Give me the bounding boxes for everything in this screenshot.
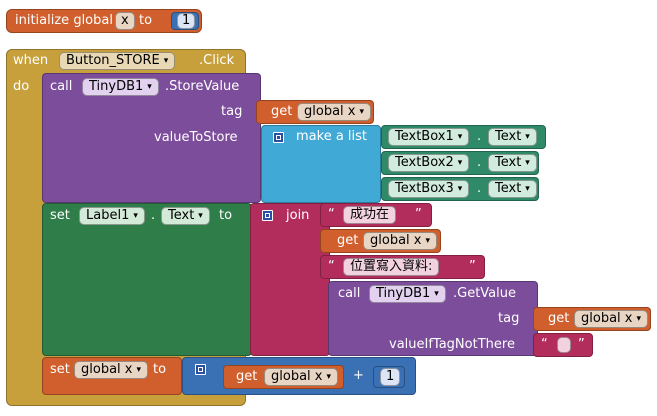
set-variable-dropdown[interactable]: global x▾ [74, 361, 149, 379]
get-label: get [271, 104, 293, 119]
make-a-list-label: make a list [296, 129, 368, 144]
component-dropdown[interactable]: TextBox1▾ [388, 128, 470, 146]
number-block[interactable]: 1 [171, 12, 199, 30]
dot-label: . [477, 129, 482, 144]
get-label: get [337, 233, 359, 248]
close-quote-label: ” [578, 337, 585, 352]
add-operator-label: + [353, 368, 364, 383]
chevron-down-icon: ▾ [136, 365, 142, 375]
join-label: join [286, 208, 310, 223]
textbox1-text-getter[interactable]: TextBox1▾ . Text▾ [381, 125, 546, 149]
mutator-gear-icon[interactable] [262, 210, 273, 221]
chevron-down-icon: ▾ [326, 372, 332, 382]
set-label: set [50, 362, 70, 377]
set-label: set [50, 208, 70, 223]
component-dropdown[interactable]: TextBox3▾ [388, 180, 470, 198]
get-variable-dropdown[interactable]: global x▾ [363, 232, 438, 250]
chevron-down-icon: ▾ [525, 158, 530, 168]
chevron-down-icon: ▾ [425, 236, 431, 246]
getvalue-component-dropdown[interactable]: TinyDB1▾ [369, 285, 446, 303]
event-name-label: .Click [199, 53, 235, 68]
text-block-2[interactable]: “ 位置寫入資料: ” [320, 255, 485, 279]
textbox3-text-getter[interactable]: TextBox3▾ . Text▾ [381, 177, 539, 201]
join-block[interactable] [250, 203, 330, 356]
label-component-dropdown[interactable]: Label1▾ [79, 207, 145, 225]
mutator-gear-icon[interactable] [195, 364, 206, 375]
get-variable-block[interactable]: get global x▾ [533, 307, 651, 331]
open-quote-label: “ [541, 337, 548, 352]
dot-label: . [477, 155, 482, 170]
storevalue-tag-label: tag [221, 104, 243, 119]
get-label: get [548, 311, 570, 326]
get-variable-dropdown[interactable]: global x▾ [297, 103, 372, 121]
call-label: call [50, 79, 73, 94]
property-dropdown[interactable]: Text▾ [488, 128, 537, 146]
property-dropdown[interactable]: Text▾ [488, 180, 537, 198]
chevron-down-icon: ▾ [457, 132, 463, 142]
initialize-global-block[interactable]: initialize global x to 1 [6, 9, 202, 33]
event-do-label: do [13, 79, 30, 94]
label-property-dropdown[interactable]: Text▾ [161, 207, 210, 225]
get-variable-block[interactable]: get global x▾ [320, 229, 441, 253]
open-quote-label: “ [328, 259, 335, 274]
get-variable-block[interactable]: get global x▾ [256, 100, 374, 124]
dot-label: . [151, 208, 156, 223]
get-variable-dropdown[interactable]: global x▾ [264, 368, 339, 386]
set-to-label: to [153, 362, 167, 377]
chevron-down-icon: ▾ [198, 211, 203, 221]
component-dropdown[interactable]: TextBox2▾ [388, 154, 470, 172]
chevron-down-icon: ▾ [525, 184, 530, 194]
close-quote-label: ” [469, 259, 476, 274]
init-to-label: to [139, 13, 153, 28]
math-add-block[interactable]: get global x▾ + 1 [182, 357, 416, 395]
dot-label: . [477, 181, 482, 196]
property-dropdown[interactable]: Text▾ [488, 154, 537, 172]
number-block[interactable]: 1 [373, 366, 405, 388]
number-field[interactable]: 1 [380, 368, 401, 386]
storevalue-component-dropdown[interactable]: TinyDB1▾ [82, 78, 159, 96]
global-var-name-field[interactable]: x [115, 12, 135, 30]
chevron-down-icon: ▾ [434, 289, 439, 299]
chevron-down-icon: ▾ [133, 211, 138, 221]
get-variable-block[interactable]: get global x▾ [223, 365, 344, 389]
chevron-down-icon: ▾ [359, 107, 365, 117]
getvalue-method-label: .GetValue [453, 286, 517, 301]
set-label-text-block[interactable] [42, 203, 252, 356]
get-variable-dropdown[interactable]: global x▾ [574, 310, 649, 328]
getvalue-tag-label: tag [498, 311, 520, 326]
chevron-down-icon: ▾ [163, 56, 169, 66]
get-label: get [236, 369, 258, 384]
chevron-down-icon: ▾ [636, 314, 642, 324]
event-when-label: when [13, 53, 49, 68]
close-quote-label: ” [415, 207, 422, 222]
open-quote-label: “ [328, 207, 335, 222]
text-block-1[interactable]: “ 成功在 ” [320, 203, 432, 227]
chevron-down-icon: ▾ [457, 158, 463, 168]
textbox2-text-getter[interactable]: TextBox2▾ . Text▾ [381, 151, 539, 175]
event-component-dropdown[interactable]: Button_STORE▾ [59, 52, 176, 70]
set-to-label: to [219, 208, 233, 223]
chevron-down-icon: ▾ [147, 82, 152, 92]
initialize-global-keyword: initialize global [15, 13, 113, 28]
getvalue-ifnot-label: valueIfTagNotThere [389, 337, 515, 352]
storevalue-value-label: valueToStore [154, 130, 238, 145]
empty-text-block[interactable]: “ ” [533, 333, 593, 357]
text-field[interactable] [557, 337, 571, 353]
text-field[interactable]: 成功在 [343, 206, 397, 224]
storevalue-method-label: .StoreValue [165, 79, 240, 94]
chevron-down-icon: ▾ [457, 184, 463, 194]
mutator-gear-icon[interactable] [273, 132, 284, 143]
number-field[interactable]: 1 [177, 13, 196, 29]
chevron-down-icon: ▾ [525, 132, 530, 142]
text-field[interactable]: 位置寫入資料: [343, 258, 440, 276]
call-label: call [338, 286, 361, 301]
